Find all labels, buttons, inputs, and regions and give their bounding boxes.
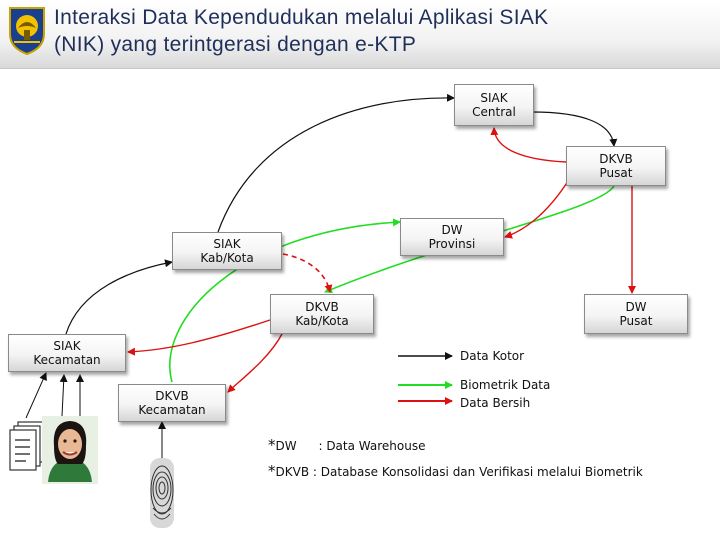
connector-central-to-dkvb-pusat <box>531 111 618 147</box>
connector-docs-to-kecamatan <box>25 372 47 419</box>
node-siak-central: SIAK Central <box>454 84 534 126</box>
node-label: SIAK Kab/Kota <box>200 237 254 265</box>
title-line-2: (NIK) yang terintgerasi dengan e-KTP <box>54 33 417 56</box>
note-dw: *DW : Data Warehouse <box>268 436 425 454</box>
note-term: DKVB <box>275 465 310 479</box>
node-label: DKVB Kab/Kota <box>295 300 349 328</box>
node-label: SIAK Kecamatan <box>33 339 101 367</box>
note-sep: : <box>318 439 323 453</box>
connector-dkvb-pusat-to-dw-provinsi <box>504 177 571 239</box>
legend-black-label: Data Kotor <box>460 349 525 363</box>
note-sep: : <box>312 465 317 479</box>
connector-dkvb-pusat-to-dkvb-kabkota <box>324 185 615 294</box>
node-dkvb-pusat: DKVB Pusat <box>566 146 666 186</box>
legend-green-label: Biometrik Data <box>460 378 551 392</box>
note-desc: Data Warehouse <box>326 439 426 453</box>
title-bar: Interaksi Data Kependudukan melalui Apli… <box>0 0 720 69</box>
person-photo-icon <box>42 416 98 484</box>
node-label: DKVB Pusat <box>599 152 633 180</box>
node-dkvb-kabkota: DKVB Kab/Kota <box>270 294 374 334</box>
connector-kabkota-to-central <box>217 93 455 233</box>
node-dw-pusat: DW Pusat <box>584 294 688 334</box>
connector-dkvb-kabkota-to-kecamatan <box>227 333 283 393</box>
connector-dkvb-pusat-to-central <box>490 127 567 163</box>
node-dkvb-kecamatan: DKVB Kecamatan <box>118 384 226 422</box>
note-dkvb: *DKVB : Database Konsolidasi dan Verifik… <box>268 462 643 480</box>
note-term: DW <box>275 439 297 453</box>
note-star: * <box>268 462 276 480</box>
connector-kecamatan-to-dw-provinsi <box>169 218 401 383</box>
node-label: DW Provinsi <box>428 223 476 251</box>
node-dw-provinsi: DW Provinsi <box>400 218 504 256</box>
node-label: SIAK Central <box>472 91 516 119</box>
connector-dw-provinsi-to-kabkota-dashed <box>282 253 333 293</box>
note-desc: Database Konsolidasi dan Verifikasi mela… <box>320 465 643 479</box>
node-label: DW Pusat <box>619 300 653 328</box>
title-line-1: Interaksi Data Kependudukan melalui Apli… <box>54 6 549 29</box>
document-stack-icon <box>9 421 45 471</box>
garuda-emblem-icon <box>9 7 45 56</box>
connector-kecamatan-to-kabkota <box>65 259 173 335</box>
legend-red-label: Data Bersih <box>460 396 531 410</box>
node-label: DKVB Kecamatan <box>138 389 206 417</box>
connector-photo-to-kecamatan <box>59 374 68 417</box>
note-star: * <box>268 436 276 454</box>
node-siak-kecamatan: SIAK Kecamatan <box>8 334 126 372</box>
node-siak-kabkota: SIAK Kab/Kota <box>172 232 282 270</box>
fingerprint-icon <box>150 458 174 528</box>
page-title: Interaksi Data Kependudukan melalui Apli… <box>54 4 714 58</box>
connector-dkvb-kabkota-to-siak-kecamatan <box>127 319 271 356</box>
